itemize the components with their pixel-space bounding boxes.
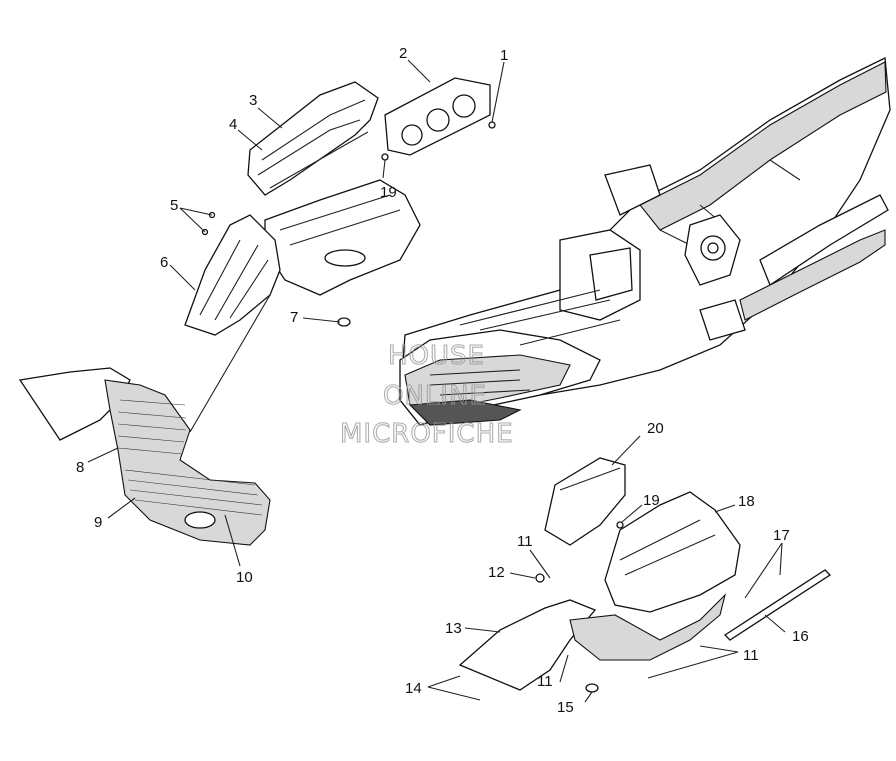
callout-20: 20 bbox=[647, 420, 664, 437]
callout-5: 5 bbox=[170, 197, 178, 214]
callout-8: 8 bbox=[76, 459, 84, 476]
callout-19-top: 19 bbox=[380, 184, 397, 201]
callout-7: 7 bbox=[290, 309, 298, 326]
grommet-15 bbox=[585, 683, 599, 693]
callout-15: 15 bbox=[557, 699, 574, 716]
fastener-19 bbox=[381, 153, 389, 161]
fairing-18 bbox=[604, 491, 741, 613]
callout-13: 13 bbox=[445, 620, 462, 637]
hood-cover-3-4 bbox=[247, 81, 379, 196]
chassis-frame bbox=[399, 57, 891, 426]
nut-12 bbox=[535, 573, 545, 583]
side-trim-13-14 bbox=[458, 593, 727, 691]
side-panel-6 bbox=[184, 214, 281, 336]
instrument-panel-2 bbox=[384, 77, 491, 156]
callout-12: 12 bbox=[488, 564, 505, 581]
console-panel-19 bbox=[264, 179, 421, 296]
watermark-line-3: MICROFICHE bbox=[340, 419, 514, 449]
callout-labels: 1 2 3 4 5 6 7 8 9 10 11 11 11 12 13 14 1… bbox=[76, 45, 809, 716]
callout-19-lower: 19 bbox=[643, 492, 660, 509]
pad-20 bbox=[544, 457, 626, 546]
leader-lines bbox=[87, 59, 786, 703]
callout-16: 16 bbox=[792, 628, 809, 645]
watermark-line-2: ONLINE bbox=[383, 381, 487, 411]
callout-1: 1 bbox=[500, 47, 508, 64]
callout-11-top: 11 bbox=[517, 533, 533, 550]
callout-18: 18 bbox=[738, 493, 755, 510]
screw-1 bbox=[488, 121, 496, 129]
belly-pan-8-9-10 bbox=[18, 367, 271, 546]
callout-10: 10 bbox=[236, 569, 253, 586]
callout-11-mid: 11 bbox=[537, 673, 553, 690]
callout-3: 3 bbox=[249, 92, 257, 109]
watermark-line-1: HOUSE bbox=[388, 341, 485, 371]
fastener-19b bbox=[616, 521, 624, 529]
trim-strip-16 bbox=[723, 569, 832, 641]
callout-17: 17 bbox=[773, 527, 790, 544]
callout-11-right: 11 bbox=[743, 647, 759, 664]
callout-4: 4 bbox=[229, 116, 237, 133]
callout-9: 9 bbox=[94, 514, 102, 531]
callout-6: 6 bbox=[160, 254, 168, 271]
callout-14: 14 bbox=[405, 680, 422, 697]
callout-2: 2 bbox=[399, 45, 407, 62]
watermark: HOUSE ONLINE MICROFICHE bbox=[339, 340, 514, 449]
